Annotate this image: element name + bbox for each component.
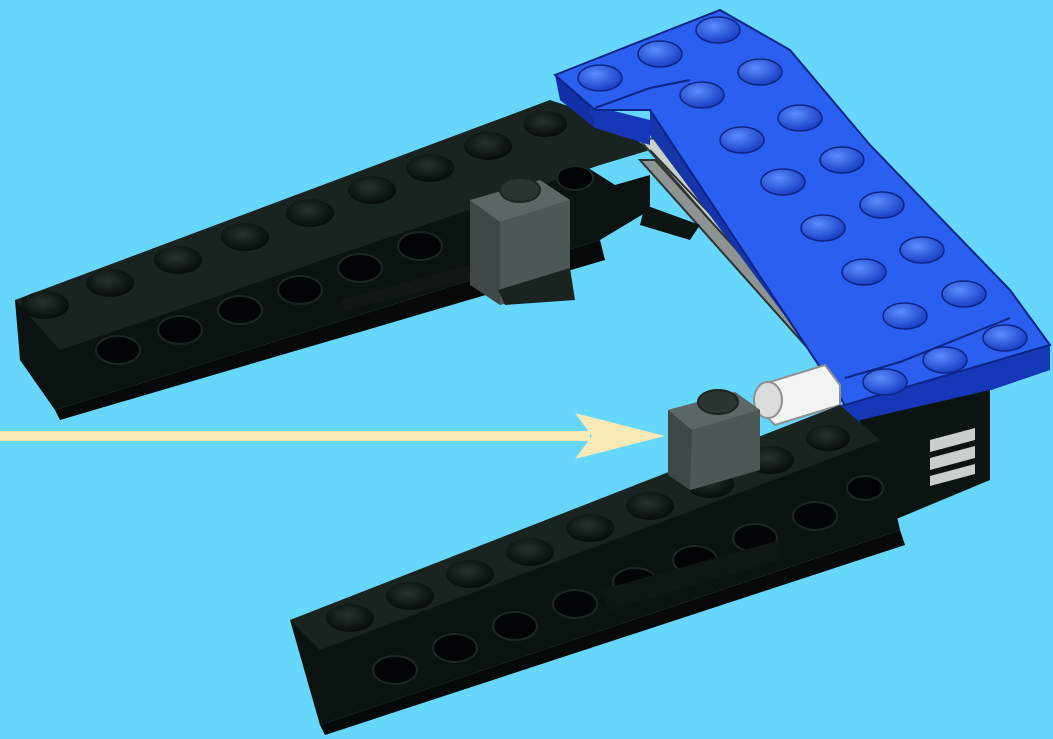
pointer-arrow-icon	[0, 413, 665, 459]
upper-grey-block	[470, 178, 575, 305]
